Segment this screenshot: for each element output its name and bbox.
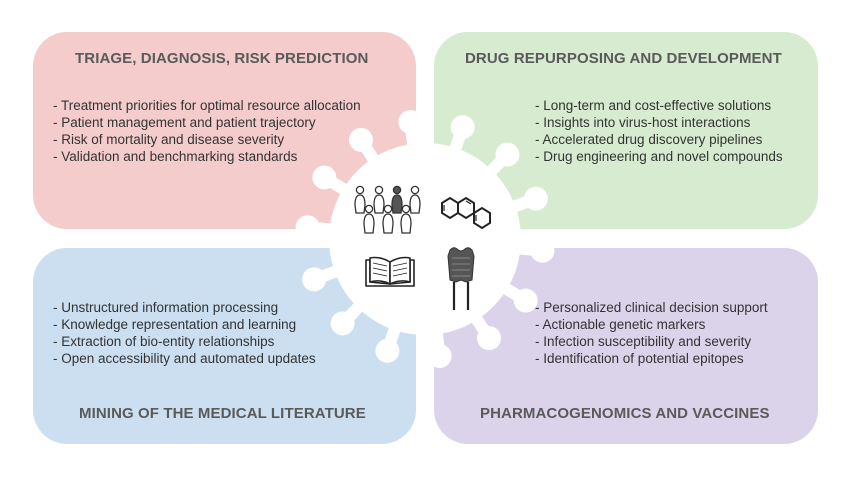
list-item: - Actionable genetic markers (535, 317, 706, 332)
virus-spike-head (476, 326, 501, 351)
list-item: - Validation and benchmarking standards (53, 149, 298, 164)
list-item: - Drug engineering and novel compounds (535, 149, 783, 164)
drug-title: DRUG REPURPOSING AND DEVELOPMENT (465, 50, 782, 67)
list-item: - Personalized clinical decision support (535, 300, 768, 315)
virus-spike-head (450, 115, 475, 140)
list-item: - Risk of mortality and disease severity (53, 132, 285, 147)
list-item: - Unstructured information processing (53, 300, 279, 315)
virus-spike-head (375, 338, 400, 363)
list-item: - Insights into virus-host interactions (535, 115, 751, 130)
mining-title: MINING OF THE MEDICAL LITERATURE (79, 405, 366, 422)
list-item: - Open accessibility and automated updat… (53, 351, 316, 366)
chemical-structure-icon (441, 196, 491, 229)
list-item: - Long-term and cost-effective solutions (535, 98, 772, 113)
mining-list: - Unstructured information processing - … (53, 299, 316, 367)
list-item: - Treatment priorities for optimal resou… (53, 98, 361, 113)
virus-spike-head (349, 127, 374, 152)
dna-vest-icon (447, 247, 475, 310)
virus-spike-head (495, 142, 520, 167)
pharma-title: PHARMACOGENOMICS AND VACCINES (480, 405, 770, 422)
virus-spike-head (513, 288, 538, 313)
list-item: - Identification of potential epitopes (535, 351, 744, 366)
virus-spike-head (398, 109, 423, 134)
virus-spike-head (523, 186, 548, 211)
pharma-list: - Personalized clinical decision support… (535, 299, 768, 367)
triage-list: - Treatment priorities for optimal resou… (53, 97, 361, 165)
virus-spike-head (530, 238, 555, 263)
list-item: - Patient management and patient traject… (53, 115, 316, 130)
virus-spike-head (330, 311, 355, 336)
virus-spike-head (302, 267, 327, 292)
list-item: - Accelerated drug discovery pipelines (535, 132, 763, 147)
list-item: - Extraction of bio-entity relationships (53, 334, 275, 349)
virus-spike-head (312, 165, 337, 190)
virus-spike-head (295, 215, 320, 240)
drug-list: - Long-term and cost-effective solutions… (535, 97, 783, 165)
triage-title: TRIAGE, DIAGNOSIS, RISK PREDICTION (75, 50, 369, 67)
list-item: - Infection susceptibility and severity (535, 334, 752, 349)
triage-diagnosis-panel: TRIAGE, DIAGNOSIS, RISK PREDICTION - Tre… (33, 32, 416, 229)
open-book-icon (365, 256, 415, 287)
list-item: - Knowledge representation and learning (53, 317, 297, 332)
people-group-icon (354, 185, 421, 234)
virus-spike-head (427, 344, 452, 369)
